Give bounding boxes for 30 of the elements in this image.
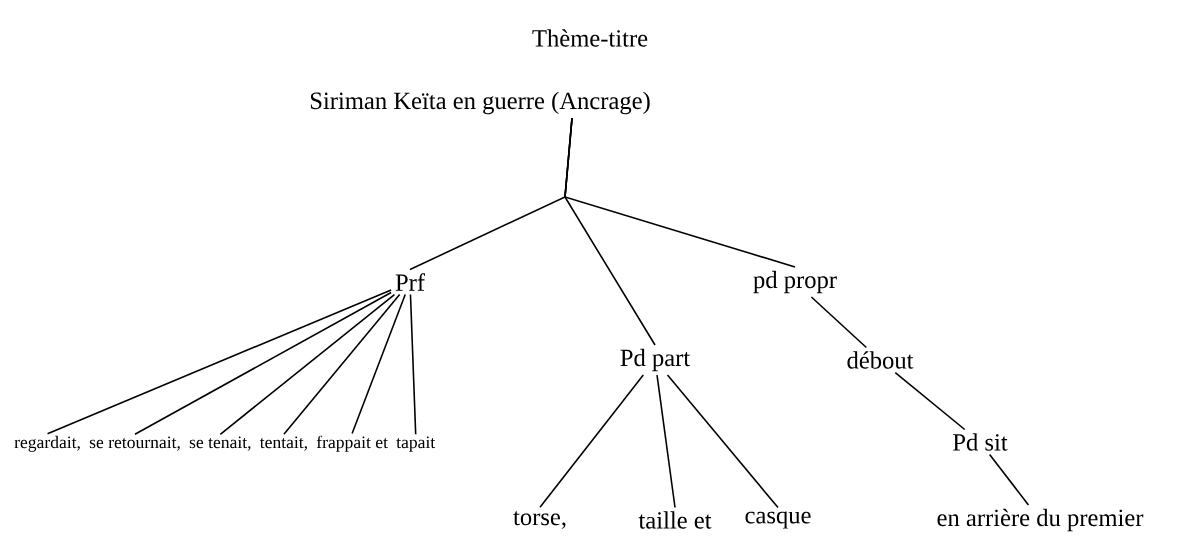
tree-line — [894, 371, 966, 431]
word-label: se retournait, — [89, 436, 180, 451]
title: Thème-titre — [532, 29, 648, 47]
word-label: regardait, — [14, 435, 80, 452]
tree-label: pd propr — [753, 270, 837, 294]
tree-line — [564, 117, 796, 268]
word-label: tentait, — [259, 436, 307, 451]
tree-line — [134, 291, 392, 436]
tree-label: Pd part — [620, 348, 691, 372]
word-label: frappait et — [316, 435, 388, 452]
tree-label: Prf — [395, 273, 426, 291]
tree-line — [666, 374, 779, 509]
tree-label: débout — [847, 351, 914, 369]
word-label: se tenait, — [189, 436, 251, 451]
tree-label: Pd sit — [953, 433, 1008, 451]
tree-label: Siriman Keïta en guerre (Ancrage) — [310, 91, 650, 115]
tree-label: torse, — [513, 511, 566, 529]
tree-label: en arrière du premier — [937, 508, 1144, 532]
tree-line — [810, 296, 868, 349]
tree-line — [409, 293, 417, 436]
tree-line — [988, 453, 1030, 506]
tree-line — [46, 289, 392, 435]
word-label: tapait — [396, 436, 436, 452]
tree-label: casque — [745, 511, 811, 529]
tree-line — [539, 374, 645, 509]
tree-line — [656, 374, 676, 509]
tree-label: taille et — [638, 511, 712, 529]
tree-line — [283, 293, 401, 436]
tree-line — [351, 293, 407, 435]
tree-line — [219, 293, 396, 436]
